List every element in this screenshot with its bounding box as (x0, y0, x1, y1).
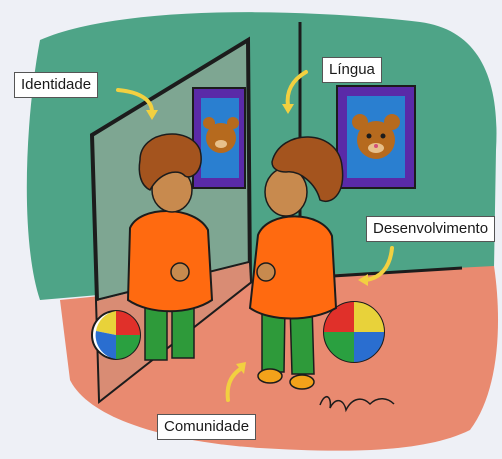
label-identidade: Identidade (14, 72, 98, 98)
beach-ball (324, 302, 384, 362)
label-lingua: Língua (322, 57, 382, 83)
label-desenvolvimento: Desenvolvimento (366, 216, 495, 242)
beach-ball-reflection (92, 311, 140, 359)
label-comunidade: Comunidade (157, 414, 256, 440)
teddy-bear-picture-reflection (193, 88, 245, 188)
teddy-bear-picture (337, 86, 415, 188)
